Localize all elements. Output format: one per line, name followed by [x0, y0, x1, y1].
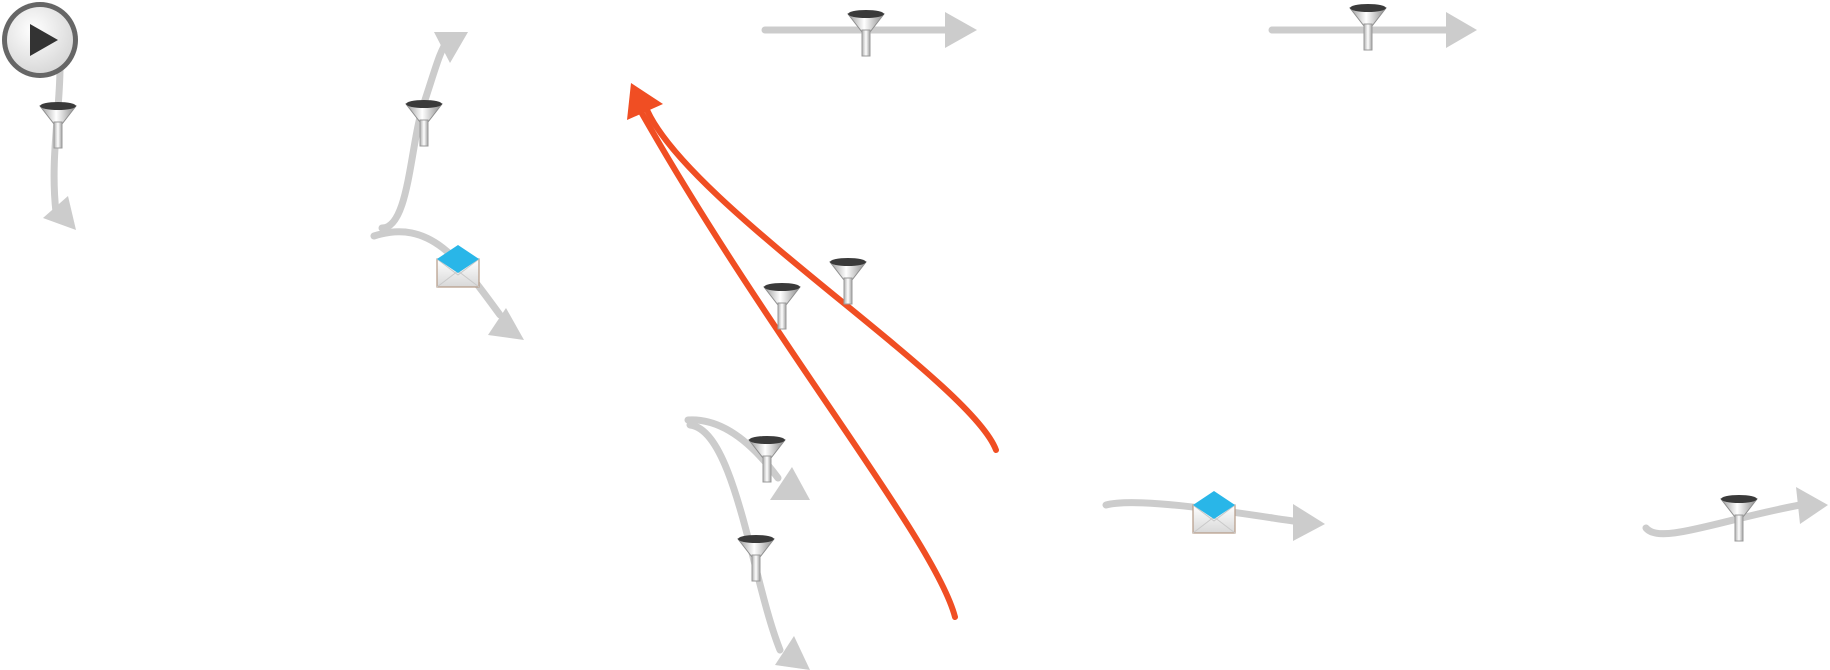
sequence-flow[interactable] — [370, 228, 524, 340]
envelope-icon — [1192, 490, 1236, 534]
filter-icon — [737, 534, 775, 582]
sequence-flow[interactable] — [378, 32, 468, 232]
sequence-flow-highlighted[interactable] — [637, 107, 958, 620]
sequence-flow[interactable] — [686, 421, 810, 670]
filter-icon — [405, 99, 443, 147]
sequence-flow-highlighted[interactable] — [642, 102, 999, 453]
sequence-flow[interactable] — [39, 64, 77, 230]
start-button[interactable] — [2, 2, 78, 78]
play-icon — [30, 24, 58, 56]
arrowhead — [627, 83, 663, 120]
sequence-flow[interactable] — [1642, 487, 1828, 542]
sequence-flow[interactable] — [1102, 490, 1325, 541]
sequence-flow[interactable] — [684, 416, 810, 500]
sequence-flow[interactable] — [1268, 3, 1477, 51]
sequence-flow[interactable] — [761, 9, 977, 57]
filter-icon — [39, 101, 77, 149]
